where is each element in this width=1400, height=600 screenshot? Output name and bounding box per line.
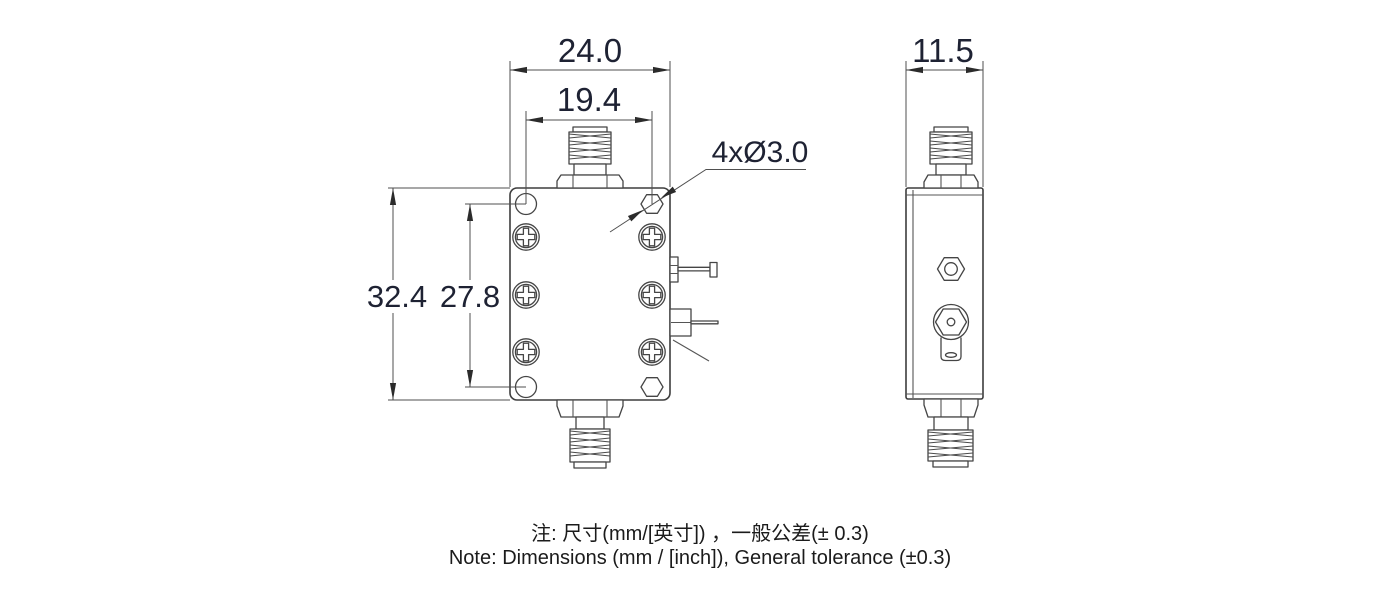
screw (638, 281, 666, 309)
side-view: 11.5 (905, 32, 984, 468)
dim-overall-height: 32.4 (367, 187, 510, 401)
drawing-note: 注: 尺寸(mm/[英寸]) ，一般公差(± 0.3) Note: Dimens… (0, 523, 1400, 570)
front-top-sma-connector (556, 126, 624, 189)
note-line-english: Note: Dimensions (mm / [inch]), General … (448, 546, 952, 569)
side-connector-with-tab (932, 303, 970, 362)
hole-bottom-right (640, 377, 664, 397)
hole-diameter-callout: 4xØ3.0 (609, 136, 809, 233)
dim-label-overall-height: 32.4 (367, 279, 427, 314)
hole-callout-label: 4xØ3.0 (712, 136, 809, 169)
dim-hole-spacing-horizontal: 19.4 (525, 81, 653, 204)
note-line-chinese: 注: 尺寸(mm/[英寸]) ，一般公差(± 0.3) (531, 523, 869, 545)
screw (638, 338, 666, 366)
dim-overall-depth: 11.5 (905, 32, 984, 187)
screw (512, 338, 540, 366)
solder-lug-line (672, 339, 710, 362)
front-feedthrough-pin-lower (669, 308, 719, 362)
side-body-lid-seam (906, 190, 983, 398)
front-corner-holes (514, 192, 664, 399)
dim-label-hole-spacing-vertical: 27.8 (440, 279, 500, 314)
dim-overall-width: 24.0 (509, 32, 671, 187)
side-bottom-sma-connector (923, 398, 979, 468)
dim-hole-spacing-vertical: 27.8 (440, 203, 526, 388)
screw (512, 223, 540, 251)
dim-label-hole-spacing-horizontal: 19.4 (557, 81, 621, 118)
dim-label-overall-depth: 11.5 (912, 32, 974, 69)
front-feedthrough-pin-upper (669, 256, 718, 283)
front-bottom-sma-connector (556, 399, 624, 469)
side-body (905, 187, 984, 400)
screw (512, 281, 540, 309)
side-top-sma-connector (923, 126, 979, 189)
front-view: 24.0 19.4 32.4 27.8 (367, 32, 809, 469)
dim-label-overall-width: 24.0 (558, 32, 622, 69)
side-hex-feedthrough (936, 257, 966, 281)
screw (638, 223, 666, 251)
